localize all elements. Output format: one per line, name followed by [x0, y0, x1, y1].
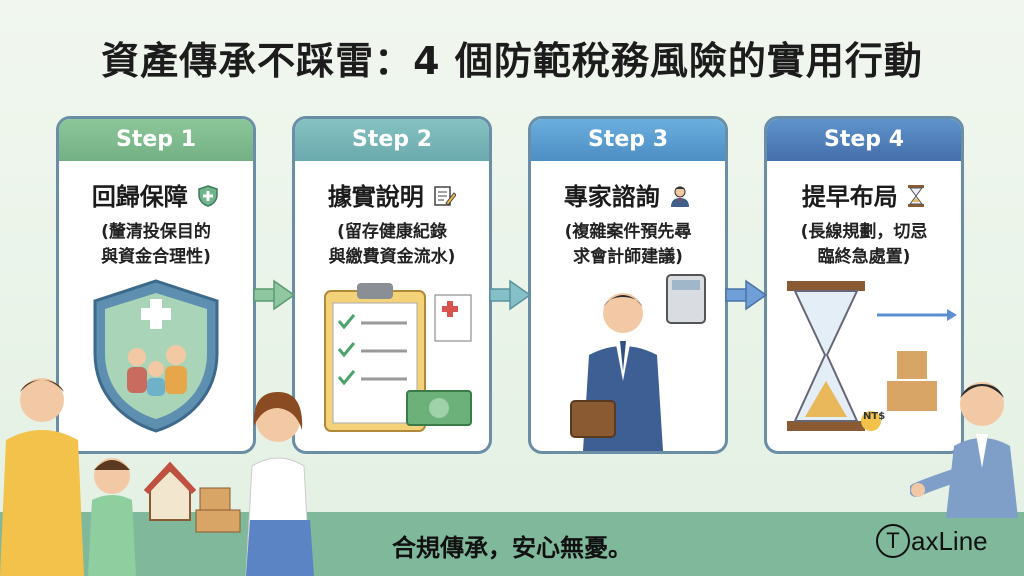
step-description: (複雜案件預先尋 求會計師建議)	[564, 222, 692, 267]
step-label: Step 4	[767, 119, 961, 161]
hourglass-planning-illustration	[787, 281, 957, 431]
accountant-illustration	[570, 274, 706, 451]
step-arrow-icon	[253, 279, 296, 311]
family-shield-illustration	[93, 279, 219, 433]
shield-plus-icon	[198, 185, 218, 207]
step-description: (留存健康紀錄 與繳費資金流水)	[328, 222, 456, 267]
step-label: Step 2	[295, 119, 489, 161]
notepad-pencil-icon	[434, 186, 457, 206]
step-label: Step 3	[531, 119, 725, 161]
step-arrow-icon	[489, 279, 532, 311]
hourglass-icon	[908, 185, 925, 207]
advisor-icon	[671, 186, 690, 207]
advisor-illustration	[910, 382, 1018, 518]
step-card-3: Step 3 專家諮詢 (複雜案件預先尋 求會計師建議)	[528, 116, 728, 454]
brand-mark: T	[876, 524, 910, 558]
step-card-1: Step 1 回歸保障 (釐清投保目的 與資金合理性)	[56, 116, 256, 454]
step-card-2: Step 2 據實說明 (留存健康紀錄 與繳費資金流水)	[292, 116, 492, 454]
brand-name: axLine	[911, 525, 988, 556]
clipboard-checklist-illustration	[324, 283, 472, 432]
coin-label: NT$	[863, 411, 886, 422]
tagline: 合規傳承，安心無憂。	[392, 534, 632, 562]
step-title: 提早布局	[767, 177, 961, 212]
step-description: (長線規劃，切忌 臨終急處置)	[800, 222, 928, 267]
step-title: 回歸保障	[59, 177, 253, 212]
step-card-4: Step 4 提早布局 (長線規劃，切忌 臨終急處置) NT$	[764, 116, 964, 454]
step-arrow-icon	[725, 279, 768, 311]
step-title: 專家諮詢	[531, 177, 725, 212]
family-illustration	[0, 378, 314, 576]
page-title: 資產傳承不踩雷：4 個防範稅務風險的實用行動	[101, 39, 923, 83]
step-label: Step 1	[59, 119, 253, 161]
step-description: (釐清投保目的 與資金合理性)	[101, 222, 211, 267]
step-title: 據實說明	[295, 177, 489, 212]
footer-band	[0, 512, 1024, 576]
